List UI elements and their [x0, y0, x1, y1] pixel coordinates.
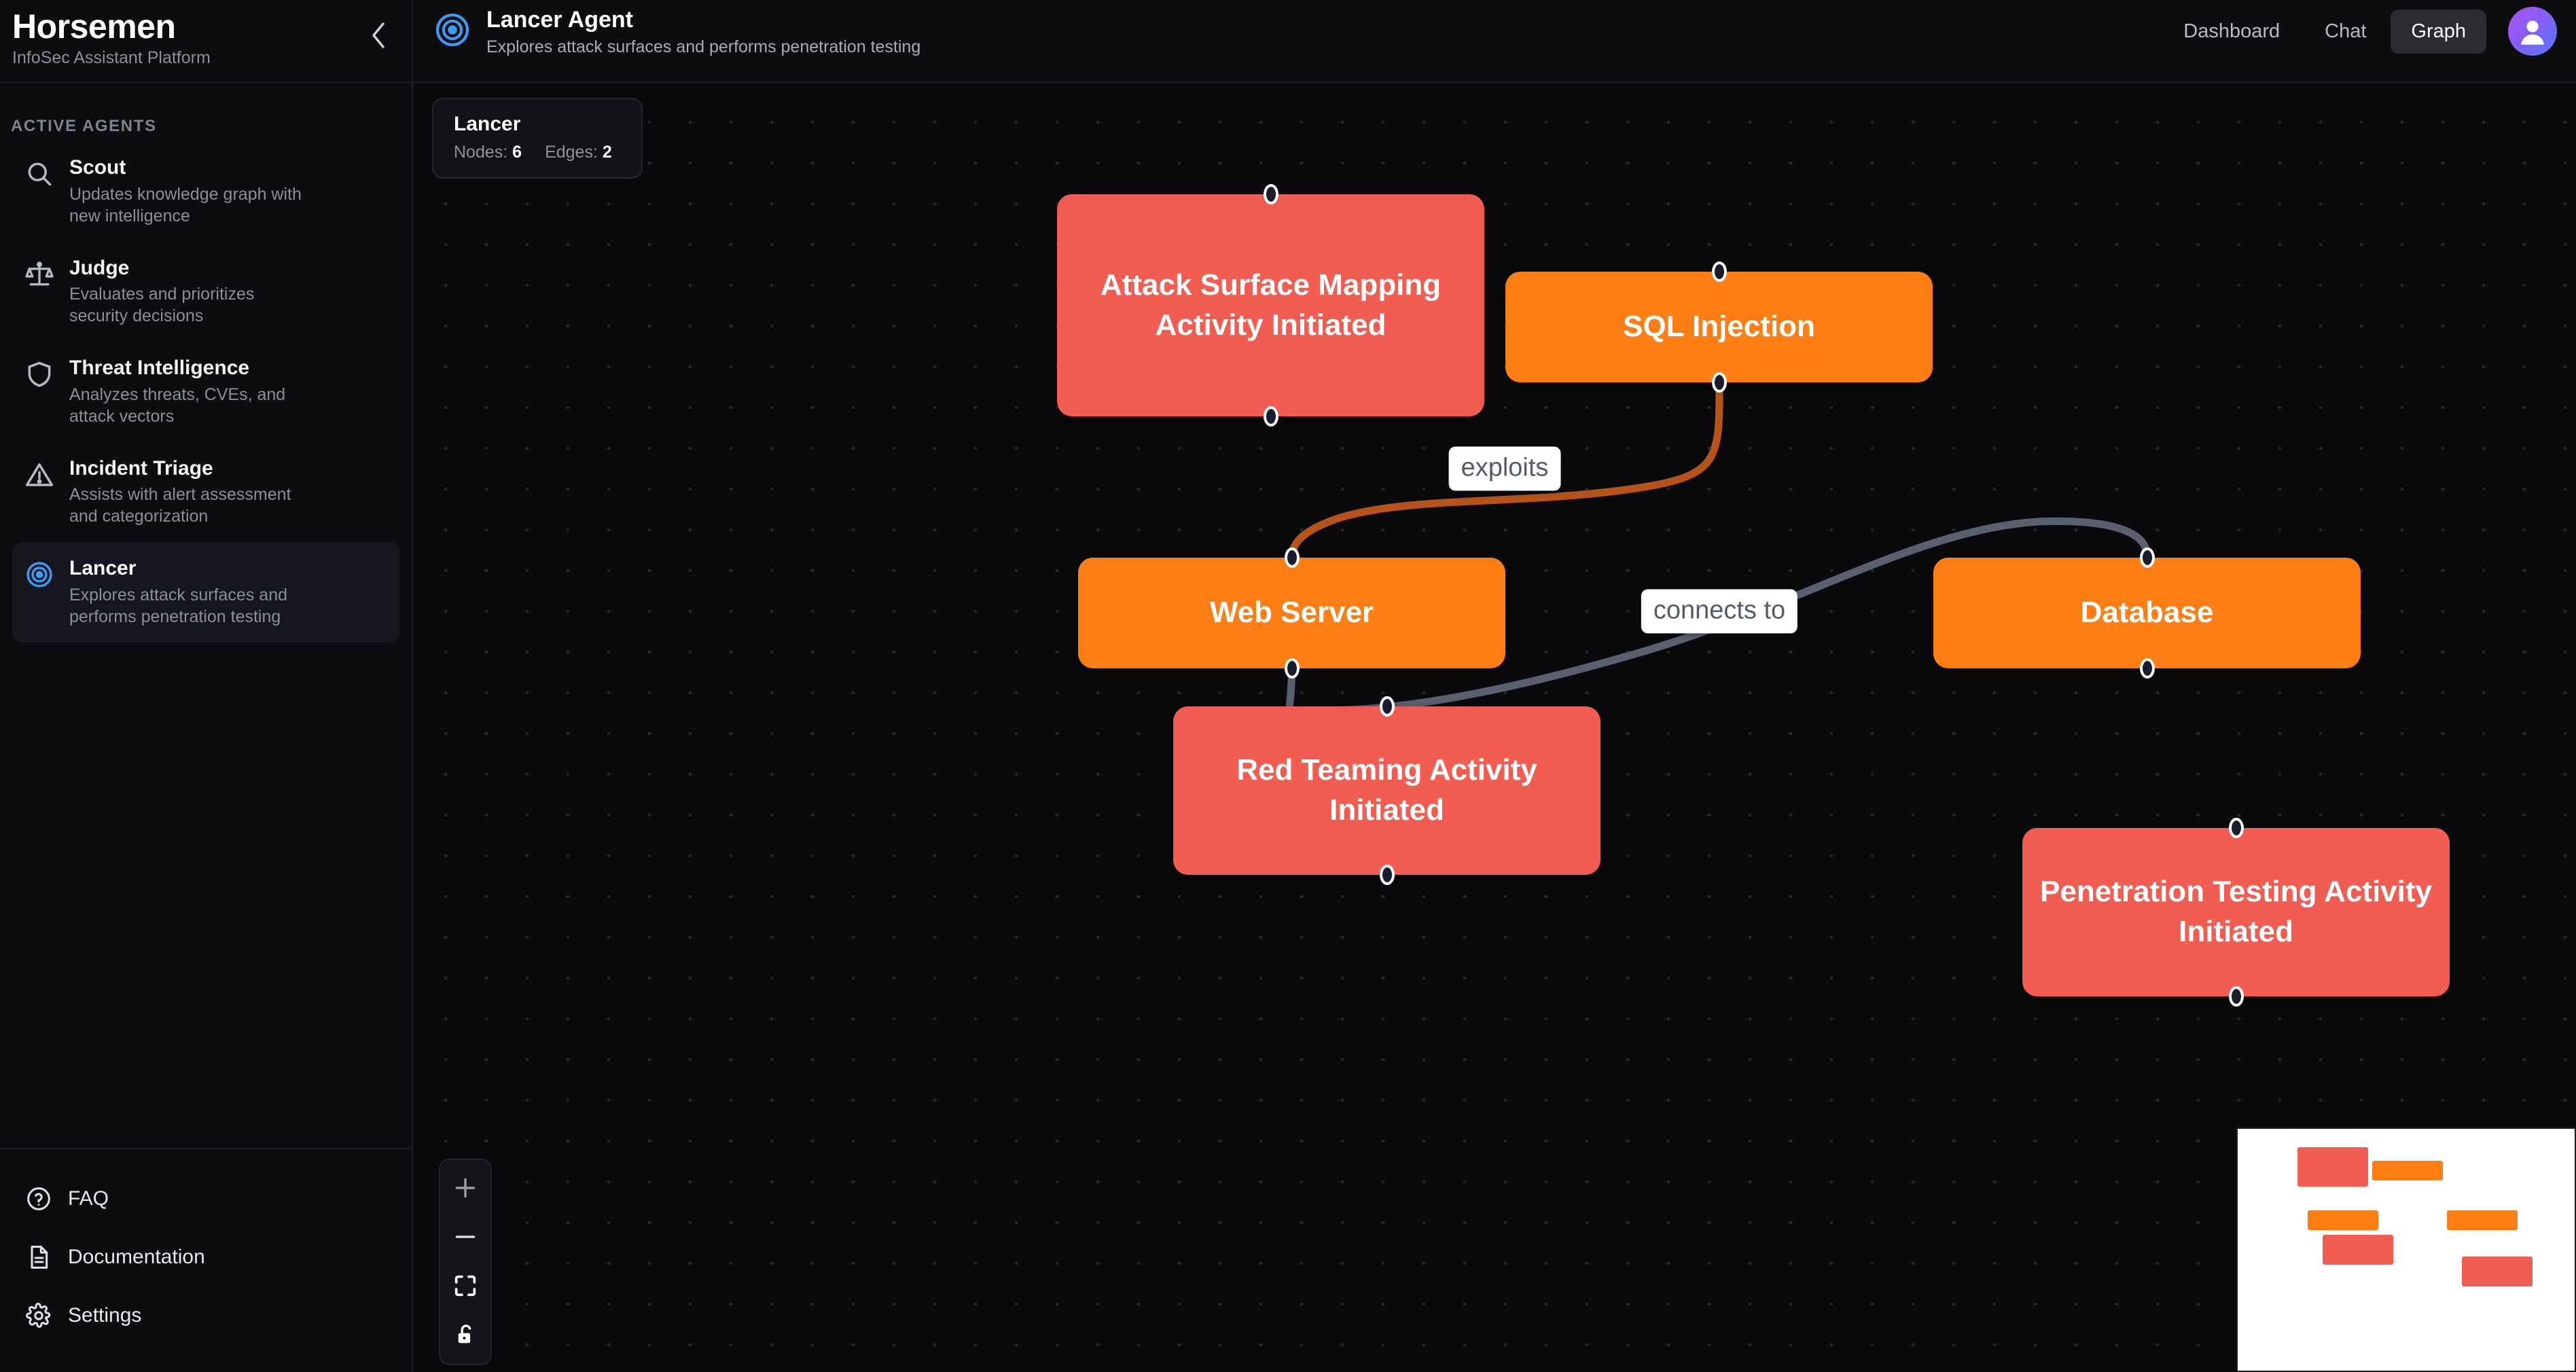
section-label-active-agents: ACTIVE AGENTS: [11, 117, 157, 135]
node-handle-bottom[interactable]: [1263, 406, 1278, 427]
brand-header: Horsemen InfoSec Assistant Platform: [0, 0, 412, 83]
node-handle-bottom[interactable]: [2139, 658, 2155, 679]
minimap-node: [2323, 1235, 2393, 1265]
graph-node-label: Web Server: [1209, 596, 1374, 630]
graph-node-label: SQL Injection: [1623, 310, 1815, 344]
sidebar-item-faq[interactable]: FAQ: [12, 1170, 399, 1228]
node-handle-bottom[interactable]: [1711, 372, 1727, 393]
graph-node-label: Database: [2080, 596, 2214, 630]
chevron-left-icon[interactable]: [363, 19, 395, 52]
agent-desc: Analyzes threats, CVEs, and attack vecto…: [69, 384, 286, 426]
avatar[interactable]: [2508, 7, 2557, 56]
tab-chat[interactable]: Chat: [2325, 20, 2367, 42]
topbar-agent-identity: Lancer Agent Explores attack surfaces an…: [413, 0, 920, 57]
sidebar-item-judge[interactable]: Judge Evaluates and prioritizes security…: [12, 242, 399, 342]
node-handle-top[interactable]: [1711, 261, 1727, 282]
minimap-node: [2447, 1210, 2518, 1230]
graph-node-label: Attack Surface Mapping Activity Initiate…: [1100, 268, 1442, 342]
agent-name: Lancer: [69, 557, 137, 580]
graph-nodes-stat: Nodes: 6: [454, 143, 522, 162]
shield-icon: [24, 357, 54, 427]
gear-icon: [24, 1301, 53, 1330]
minimap-node: [2462, 1257, 2533, 1286]
warning-triangle-icon: [24, 457, 54, 528]
edge-label-exploits[interactable]: exploits: [1448, 446, 1561, 491]
agent-list: Scout Updates knowledge graph with new i…: [0, 141, 412, 643]
agent-name: Threat Intelligence: [69, 357, 250, 380]
agent-name: Scout: [69, 156, 126, 179]
graph-node-web-server[interactable]: Web Server: [1078, 547, 1505, 679]
graph-node-sql-injection[interactable]: SQL Injection: [1505, 261, 1933, 393]
agent-desc: Updates knowledge graph with new intelli…: [69, 184, 302, 225]
sidebar-item-threat-intelligence[interactable]: Threat Intelligence Analyzes threats, CV…: [12, 342, 399, 442]
question-circle-icon: [24, 1185, 53, 1213]
graph-info-title: Lancer: [454, 113, 521, 135]
agent-name: Judge: [69, 256, 130, 279]
graph-edges-stat: Edges: 2: [545, 143, 612, 162]
agent-desc: Explores attack surfaces and performs pe…: [69, 585, 287, 626]
graph-canvas[interactable]: Lancer Nodes: 6 Edges: 2: [413, 83, 2576, 1372]
plus-icon[interactable]: [445, 1171, 486, 1205]
sidebar-item-incident-triage[interactable]: Incident Triage Assists with alert asses…: [12, 442, 399, 543]
node-handle-bottom[interactable]: [2228, 986, 2244, 1007]
agent-name: Incident Triage: [69, 456, 213, 480]
top-bar: Lancer Agent Explores attack surfaces an…: [413, 0, 2576, 83]
sidebar-item-documentation[interactable]: Documentation: [12, 1228, 399, 1286]
sidebar-item-label: Settings: [68, 1304, 142, 1326]
edges-label: Edges:: [545, 143, 598, 162]
tab-dashboard[interactable]: Dashboard: [2183, 20, 2280, 42]
node-handle-top[interactable]: [2228, 818, 2244, 838]
top-nav: Dashboard Chat Graph: [2163, 7, 2557, 56]
graph-node-red-teaming[interactable]: Red Teaming Activity Initiated: [1173, 696, 1600, 885]
scales-icon: [24, 257, 54, 327]
graph-info-panel: Lancer Nodes: 6 Edges: 2: [432, 98, 643, 179]
sidebar-item-label: FAQ: [68, 1187, 109, 1210]
unlock-icon[interactable]: [445, 1318, 486, 1352]
sidebar-item-lancer[interactable]: Lancer Explores attack surfaces and perf…: [12, 542, 399, 643]
graph-node-label: Red Teaming Activity Initiated: [1236, 753, 1537, 827]
minus-icon[interactable]: [445, 1220, 486, 1254]
graph-node-attack-surface[interactable]: Attack Surface Mapping Activity Initiate…: [1057, 184, 1484, 427]
graph-node-database[interactable]: Database: [1933, 547, 2361, 679]
edge-label-connects-to[interactable]: connects to: [1641, 589, 1798, 634]
tab-graph[interactable]: Graph: [2391, 9, 2486, 54]
sidebar-footer-nav: FAQ Documentation Settin: [0, 1148, 412, 1372]
nodes-label: Nodes:: [454, 143, 508, 162]
document-icon: [24, 1243, 53, 1271]
search-icon: [24, 156, 54, 227]
page-subtitle: Explores attack surfaces and performs pe…: [486, 37, 921, 57]
edges-value: 2: [602, 143, 612, 162]
brand-subtitle: InfoSec Assistant Platform: [12, 48, 211, 67]
node-handle-top[interactable]: [1284, 547, 1300, 568]
node-handle-bottom[interactable]: [1379, 865, 1395, 885]
nodes-value: 6: [512, 143, 522, 162]
agent-desc: Evaluates and prioritizes security decis…: [69, 285, 255, 326]
sidebar: Horsemen InfoSec Assistant Platform ACTI…: [0, 0, 413, 1372]
target-icon: [24, 557, 54, 628]
node-handle-top[interactable]: [1379, 696, 1395, 717]
node-handle-bottom[interactable]: [1284, 658, 1300, 679]
page-title: Lancer Agent: [486, 7, 634, 33]
minimap-node: [2308, 1210, 2378, 1230]
target-icon: [433, 7, 471, 57]
minimap[interactable]: [2236, 1127, 2576, 1372]
sidebar-item-scout[interactable]: Scout Updates knowledge graph with new i…: [12, 141, 399, 242]
brand-title: Horsemen: [12, 7, 176, 46]
sidebar-spacer: [0, 643, 412, 1148]
graph-node-pen-testing[interactable]: Penetration Testing Activity Initiated: [2022, 818, 2450, 1007]
agent-desc: Assists with alert assessment and catego…: [69, 485, 291, 526]
main-area: Lancer Agent Explores attack surfaces an…: [413, 0, 2576, 1372]
zoom-controls: [439, 1159, 492, 1365]
minimap-node: [2297, 1147, 2368, 1187]
sidebar-item-label: Documentation: [68, 1246, 205, 1268]
node-handle-top[interactable]: [2139, 547, 2155, 568]
graph-node-label: Penetration Testing Activity Initiated: [2040, 875, 2432, 948]
minimap-node: [2372, 1161, 2443, 1180]
sidebar-item-settings[interactable]: Settings: [12, 1286, 399, 1345]
node-handle-top[interactable]: [1263, 184, 1278, 204]
fit-view-icon[interactable]: [445, 1269, 486, 1303]
